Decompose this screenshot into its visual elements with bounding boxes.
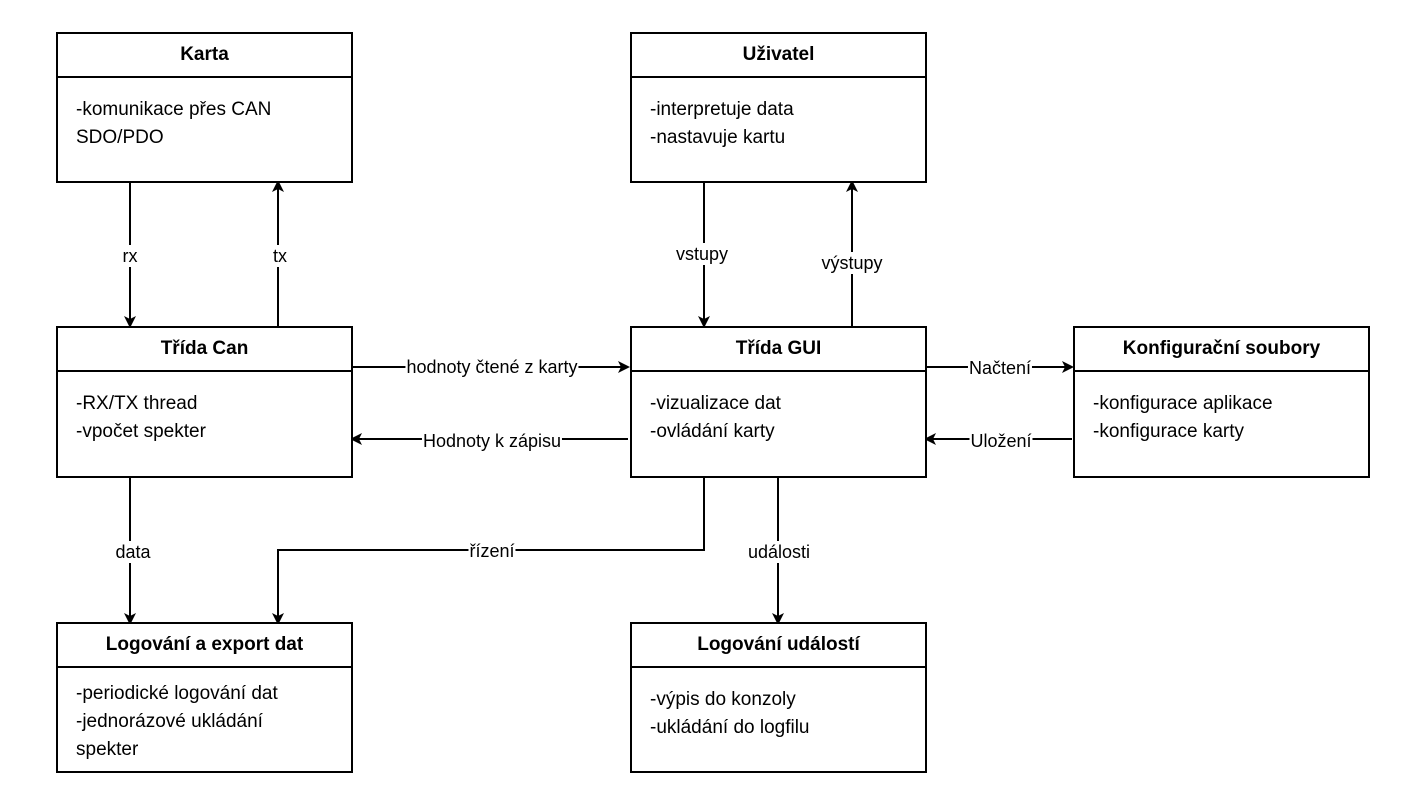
edge-label-vystupy: výstupy: [820, 252, 884, 274]
edge-label-tx: tx: [271, 245, 289, 267]
box-karta: Karta -komunikace přes CAN SDO/PDO: [56, 32, 353, 183]
edge-label-ulozeni: Uložení: [969, 430, 1033, 452]
edge-label-vstupy: vstupy: [674, 243, 730, 265]
box-logovani-udalosti: Logování událostí -výpis do konzoly -ukl…: [630, 622, 927, 773]
edge-label-data: data: [114, 541, 152, 563]
box-body: -komunikace přes CAN SDO/PDO: [58, 78, 351, 152]
box-line: -jednorázové ukládání: [76, 711, 263, 732]
box-body: -interpretuje data -nastavuje kartu: [632, 78, 925, 152]
box-title: Logování a export dat: [58, 624, 351, 668]
box-body: -výpis do konzoly -ukládání do logfilu: [632, 668, 925, 742]
box-line: -komunikace přes CAN: [76, 99, 272, 120]
edge-label-rizeni: řízení: [468, 540, 516, 562]
box-line: spekter: [76, 739, 139, 760]
box-line: -nastavuje kartu: [650, 127, 786, 148]
box-line: SDO/PDO: [76, 127, 164, 148]
box-line: -konfigurace karty: [1093, 421, 1245, 442]
box-line: -ovládání karty: [650, 421, 775, 442]
box-body: -vizualizace dat -ovládání karty: [632, 372, 925, 446]
box-line: -periodické logování dat: [76, 683, 278, 704]
box-trida-can: Třída Can -RX/TX thread -vpočet spekter: [56, 326, 353, 478]
box-title: Třída Can: [58, 328, 351, 372]
edge-label-nacteni: Načtení: [967, 357, 1033, 379]
box-line: -vpočet spekter: [76, 421, 206, 442]
box-body: -periodické logování dat -jednorázové uk…: [58, 668, 351, 764]
box-line: -RX/TX thread: [76, 393, 198, 414]
edge-label-hodnoty-zapis: Hodnoty k zápisu: [421, 430, 563, 452]
box-line: -interpretuje data: [650, 99, 794, 120]
box-body: -RX/TX thread -vpočet spekter: [58, 372, 351, 446]
box-body: -konfigurace aplikace -konfigurace karty: [1075, 372, 1368, 446]
box-title: Uživatel: [632, 34, 925, 78]
box-title: Třída GUI: [632, 328, 925, 372]
box-line: -vizualizace dat: [650, 393, 781, 414]
box-logovani-export: Logování a export dat -periodické logová…: [56, 622, 353, 773]
box-line: -výpis do konzoly: [650, 689, 796, 710]
box-line: -konfigurace aplikace: [1093, 393, 1273, 414]
box-title: Karta: [58, 34, 351, 78]
edge-label-rx: rx: [121, 245, 139, 267]
edge-label-udalosti: události: [746, 541, 812, 563]
box-title: Logování událostí: [632, 624, 925, 668]
box-konfiguracni-soubory: Konfigurační soubory -konfigurace aplika…: [1073, 326, 1370, 478]
edge-label-hodnoty-ctene: hodnoty čtené z karty: [405, 356, 579, 378]
box-trida-gui: Třída GUI -vizualizace dat -ovládání kar…: [630, 326, 927, 478]
box-line: -ukládání do logfilu: [650, 717, 810, 738]
box-title: Konfigurační soubory: [1075, 328, 1368, 372]
box-uzivatel: Uživatel -interpretuje data -nastavuje k…: [630, 32, 927, 183]
